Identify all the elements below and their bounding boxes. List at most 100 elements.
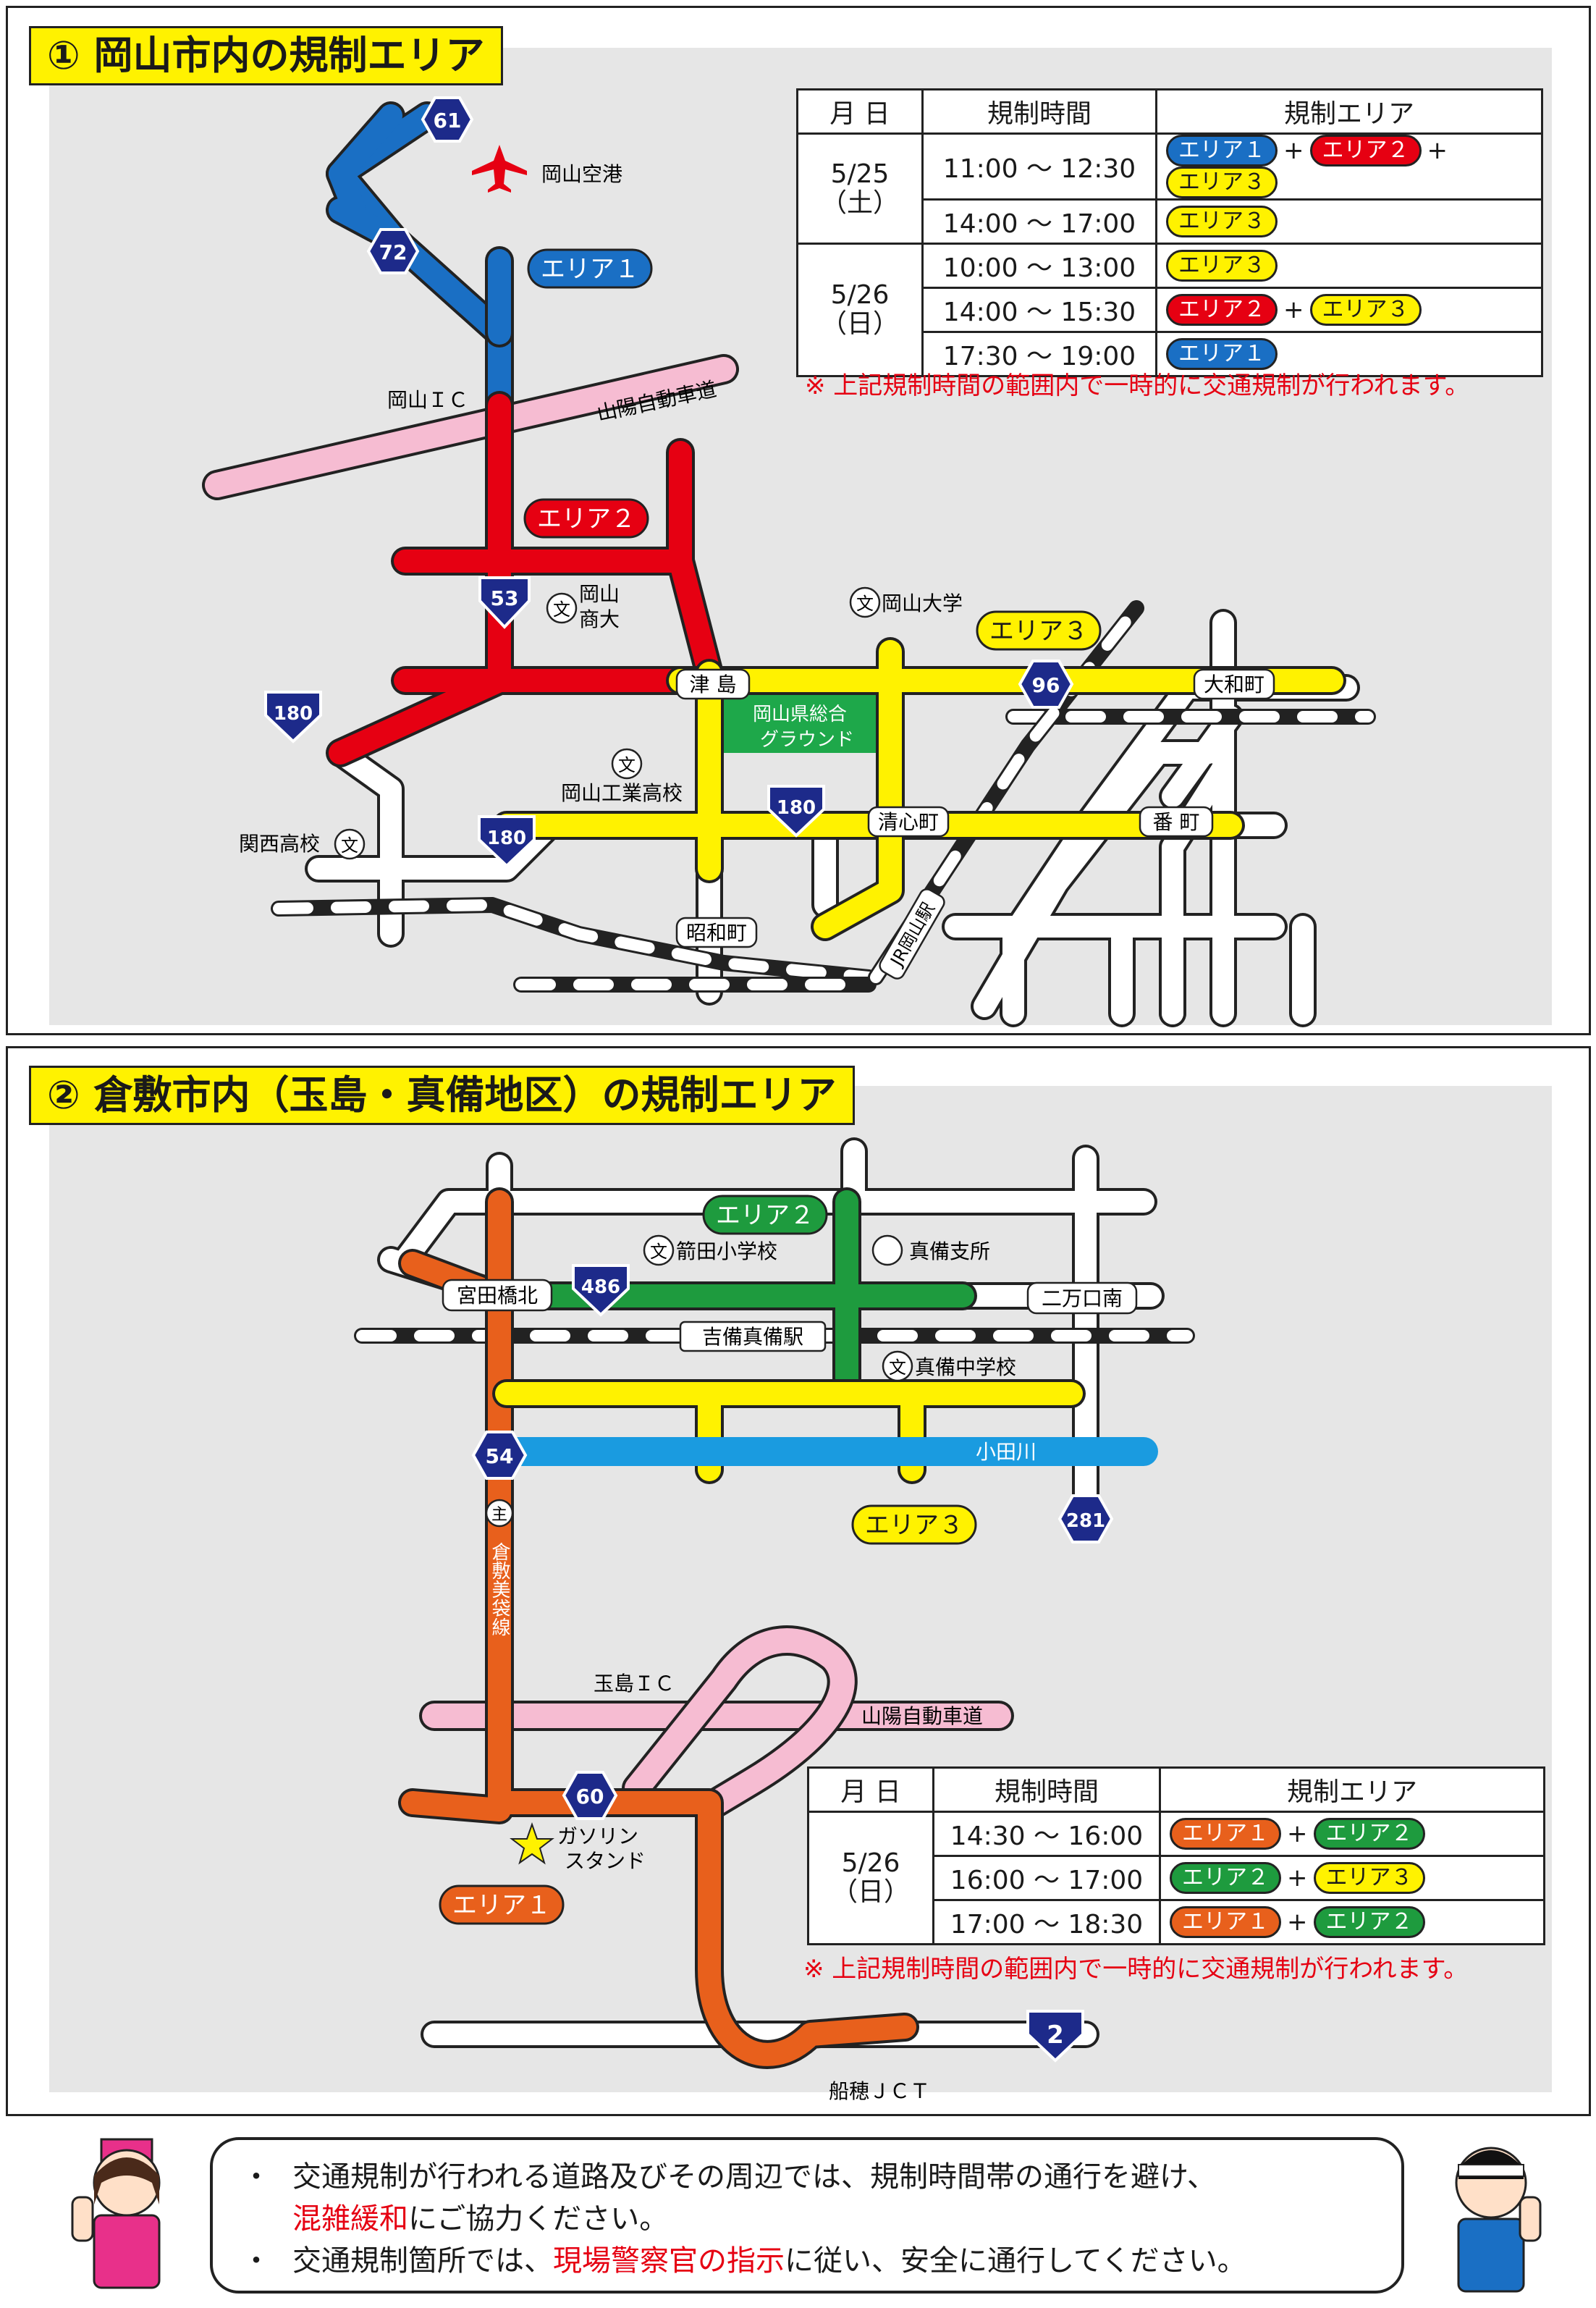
- area-pill: エリア２: [1313, 1906, 1425, 1938]
- svg-text:486: 486: [581, 1276, 620, 1298]
- svg-text:宮田橋北: 宮田橋北: [457, 1284, 538, 1307]
- time-cell: 17:00 ～ 18:30: [932, 1899, 1161, 1945]
- area-pill: エリア１: [1170, 1906, 1281, 1938]
- area-cell: エリア１+エリア２+エリア３: [1155, 132, 1543, 201]
- route-281-shield: 281: [1057, 1494, 1114, 1543]
- mascot-boy-illustration: [1455, 2147, 1542, 2293]
- kurashiki-note: ※ 上記規制時間の範囲内で一時的に交通規制が行われます。: [803, 1955, 1469, 1984]
- shodai-label-2: 商大: [579, 607, 620, 631]
- kurashiki-schedule-table: 月 日 規制時間 規制エリア 5/26（日） 14:30 ～ 16:00 エリア…: [807, 1766, 1545, 1945]
- svg-text:昭和町: 昭和町: [686, 921, 747, 945]
- route-53-shield: 53: [478, 576, 531, 629]
- header-time: 規制時間: [932, 1766, 1161, 1813]
- svg-text:エリア２: エリア２: [537, 505, 636, 534]
- notice-line-1: ・交通規制が行われる道路及びその周辺では、規制時間帯の通行を避け、: [242, 2160, 1216, 2194]
- area1-pill-kurashiki: エリア１: [439, 1884, 565, 1925]
- area2-pill-kurashiki: エリア２: [702, 1195, 828, 1235]
- notice-line-3: ・交通規制箇所では、現場警察官の指示に従い、安全に通行してください。: [242, 2244, 1246, 2278]
- table-row: 17:30 ～ 19:00 エリア１: [798, 331, 1543, 377]
- area-pill: エリア３: [1166, 250, 1278, 282]
- school-mark-kogyo: 文: [611, 748, 643, 780]
- table-row: 16:00 ～ 17:00 エリア２+エリア３: [808, 1855, 1545, 1901]
- header-date: 月 日: [807, 1766, 934, 1813]
- svg-text:番 町: 番 町: [1153, 810, 1200, 834]
- univ-label: 岡山大学: [882, 591, 963, 615]
- office-mark-mabi: [871, 1234, 903, 1266]
- table-row: 17:00 ～ 18:30 エリア１+エリア２: [808, 1899, 1545, 1945]
- svg-text:吉備真備駅: 吉備真備駅: [702, 1325, 803, 1349]
- svg-text:文: 文: [889, 1357, 906, 1378]
- school-mark-kansai: 文: [334, 828, 366, 860]
- header-time: 規制時間: [921, 88, 1157, 135]
- kansai-label: 関西高校: [239, 832, 320, 856]
- time-cell: 17:30 ～ 19:00: [921, 331, 1157, 377]
- svg-text:60: 60: [576, 1785, 604, 1808]
- okayama-schedule-table: 月 日 規制時間 規制エリア 5/25（土） 11:00 ～ 12:30 エリア…: [796, 88, 1543, 377]
- airport-label: 岡山空港: [541, 162, 622, 186]
- ground-label-1: 岡山県総合: [753, 704, 847, 725]
- svg-text:主: 主: [491, 1506, 507, 1524]
- plus-sign: +: [1283, 136, 1304, 165]
- tag-seishincho: 清心町: [867, 806, 950, 838]
- plus-sign: +: [1427, 136, 1448, 165]
- area-pill: エリア３: [1166, 206, 1278, 237]
- mabi-jhs-label: 真備中学校: [915, 1355, 1016, 1379]
- route-72-shield: 72: [366, 228, 420, 274]
- svg-text:281: 281: [1066, 1510, 1105, 1532]
- date-cell: 5/25（土）: [796, 132, 924, 245]
- time-cell: 14:00 ～ 15:30: [921, 287, 1157, 333]
- route-180-shield-south: 180: [478, 815, 536, 868]
- expressway-label-2: 山陽自動車道: [861, 1704, 983, 1728]
- traffic-notice-box: ・交通規制が行われる道路及びその周辺では、規制時間帯の通行を避け、 混雑緩和にご…: [210, 2137, 1404, 2294]
- svg-text:文: 文: [856, 594, 874, 614]
- svg-text:文: 文: [553, 599, 570, 620]
- area-pill: エリア１: [1170, 1818, 1281, 1850]
- area-cell: エリア２+エリア３: [1159, 1855, 1545, 1901]
- route-486-shield: 486: [572, 1264, 630, 1317]
- svg-text:津 島: 津 島: [690, 673, 737, 696]
- area-pill: エリア１: [1166, 135, 1278, 167]
- area-cell: エリア１+エリア２: [1159, 1811, 1545, 1857]
- area-cell: エリア３: [1155, 198, 1543, 245]
- ic-label: 岡山ＩＣ: [387, 388, 468, 412]
- area-pill: エリア３: [1309, 294, 1422, 326]
- okayama-title: ① 岡山市内の規制エリア: [29, 26, 503, 85]
- route-180-shield-west: 180: [264, 691, 322, 744]
- area-cell: エリア１+エリア２: [1159, 1899, 1545, 1945]
- route-96-shield: 96: [1018, 660, 1074, 709]
- area1-pill: エリア１: [527, 248, 653, 289]
- table-row: 5/26（日） 10:00 ～ 13:00 エリア３: [796, 243, 1543, 377]
- tag-nimanguchi: 二万口南: [1026, 1281, 1138, 1315]
- svg-text:180: 180: [487, 827, 526, 849]
- svg-text:清心町: 清心町: [878, 810, 939, 834]
- svg-text:96: 96: [1032, 673, 1060, 697]
- area2-pill: エリア２: [523, 498, 649, 539]
- area-cell: エリア１: [1155, 331, 1543, 377]
- svg-text:大和町: 大和町: [1204, 673, 1264, 696]
- shodai-label-1: 岡山: [579, 582, 620, 606]
- main-road-label: 倉敷美袋線: [489, 1542, 510, 1636]
- star-icon: [510, 1821, 554, 1865]
- area3-pill-kurashiki: エリア３: [851, 1504, 977, 1545]
- area3-pill: エリア３: [976, 610, 1102, 651]
- school-mark-univ: 文: [849, 586, 881, 618]
- svg-text:二万口南: 二万口南: [1042, 1286, 1123, 1310]
- notice-highlight-congestion: 混雑緩和: [292, 2202, 408, 2236]
- kurashiki-title: ② 倉敷市内（玉島・真備地区）の規制エリア: [29, 1066, 855, 1125]
- notice-line-2: 混雑緩和にご協力ください。: [292, 2202, 669, 2236]
- svg-text:180: 180: [274, 703, 313, 725]
- svg-text:エリア１: エリア１: [452, 1891, 551, 1920]
- tag-miyatabashi: 宮田橋北: [442, 1279, 553, 1312]
- mabi-branch-label: 真備支所: [909, 1239, 990, 1263]
- time-cell: 10:00 ～ 13:00: [921, 243, 1157, 289]
- route-2-shield: 2: [1026, 2010, 1084, 2063]
- hayata-school-label: 箭田小学校: [676, 1239, 777, 1263]
- tag-tsushima: 津 島: [675, 668, 751, 700]
- svg-text:エリア２: エリア２: [716, 1201, 814, 1230]
- river-label: 小田川: [976, 1440, 1036, 1464]
- okayama-map: 岡山県総合 グラウンド 岡山空港 エリア１ エリア２ エリア３ 岡山ＩＣ 山陽自…: [202, 96, 1376, 1027]
- svg-text:54: 54: [486, 1444, 514, 1468]
- gas-station-label-1: ガソリン: [557, 1824, 638, 1848]
- table-row: 14:00 ～ 17:00 エリア３: [798, 198, 1543, 245]
- area2-roads: [326, 391, 724, 767]
